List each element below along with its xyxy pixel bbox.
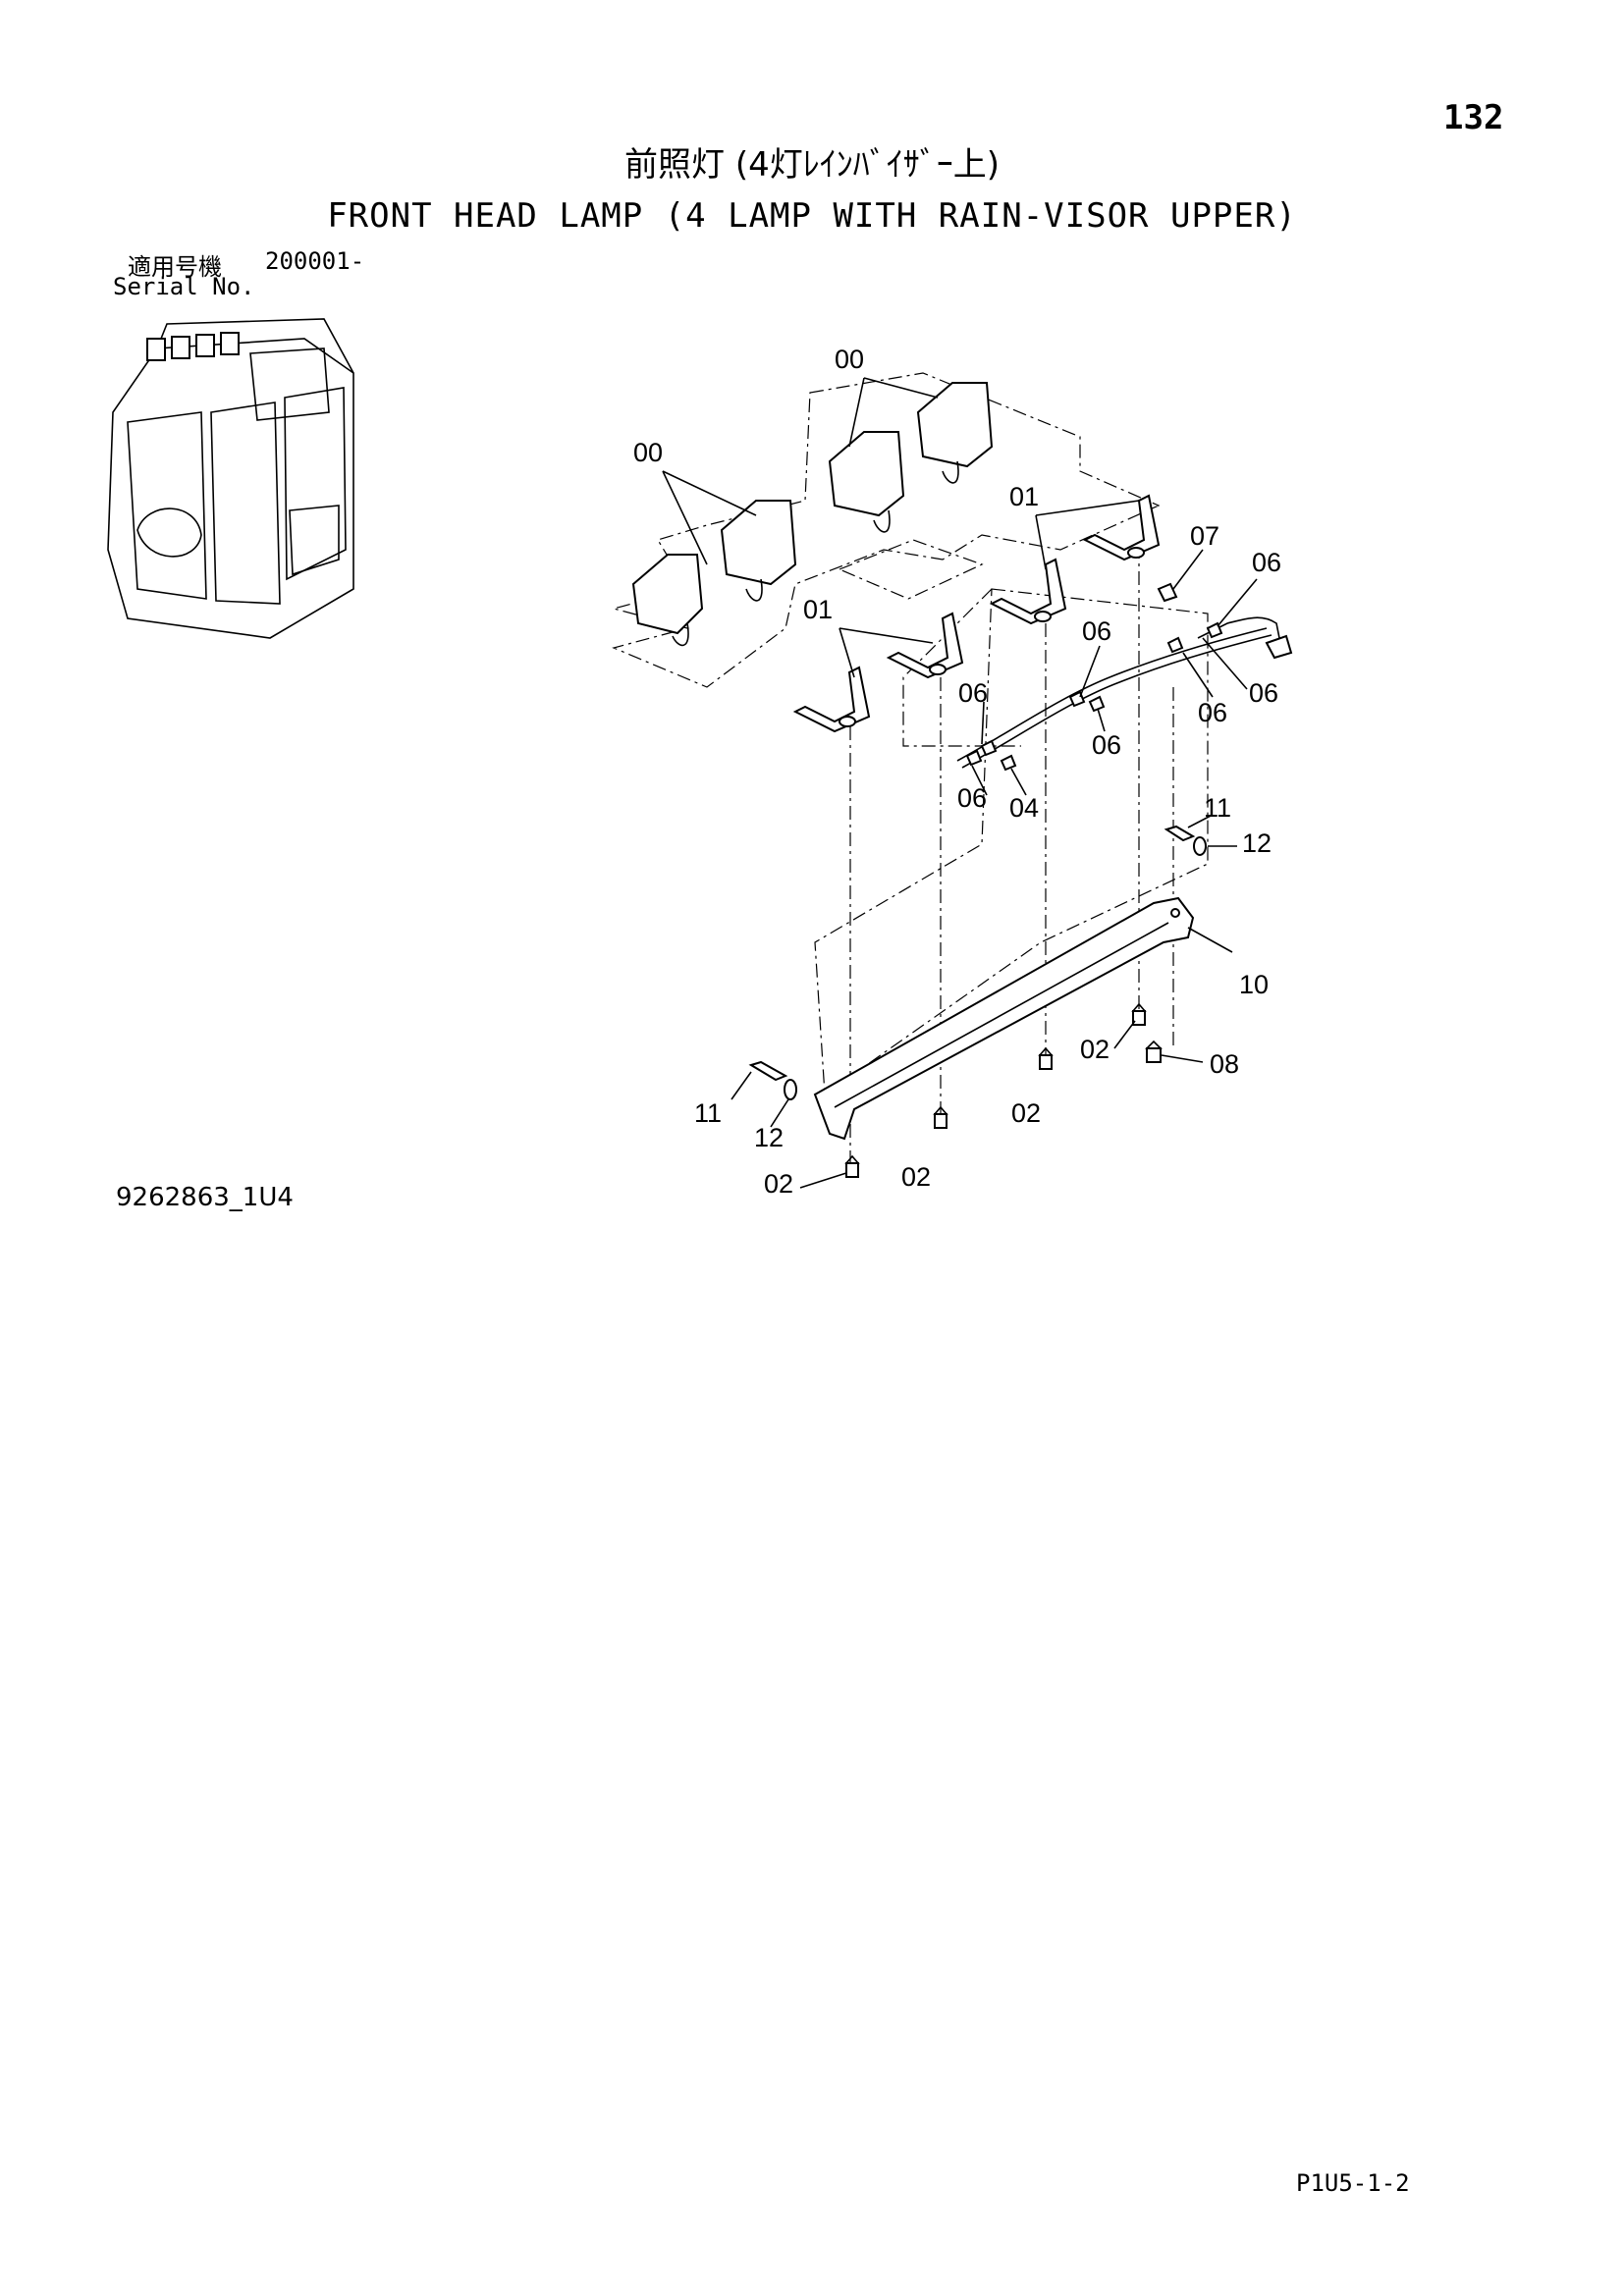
bolt <box>844 1154 860 1178</box>
callout-00: 00 <box>633 438 663 467</box>
callout-12: 12 <box>754 1123 784 1152</box>
lamp-bracket <box>886 612 964 679</box>
head-lamp <box>916 382 994 484</box>
callout-01: 01 <box>1009 482 1039 511</box>
callout-12: 12 <box>1242 828 1272 858</box>
callout-02: 02 <box>1011 1098 1041 1128</box>
callout-02: 02 <box>1080 1035 1110 1064</box>
bolt <box>933 1105 948 1129</box>
callout-06: 06 <box>1252 548 1281 577</box>
callout-06: 06 <box>958 678 988 708</box>
cab-thumbnail <box>107 318 354 639</box>
head-lamp <box>828 431 905 533</box>
lamp-stay <box>813 896 1195 1141</box>
callout-01: 01 <box>803 595 833 624</box>
callout-11: 11 <box>694 1098 722 1128</box>
footer-code: P1U5-1-2 <box>1296 2169 1410 2197</box>
callout-04: 04 <box>1009 793 1039 823</box>
head-lamp <box>631 554 704 647</box>
serial-label-english: Serial No. <box>113 273 255 300</box>
callout-06: 06 <box>1249 678 1278 708</box>
bolt <box>1145 1040 1163 1063</box>
callout-06: 06 <box>1092 730 1121 760</box>
callout-06: 06 <box>957 783 987 813</box>
title-english: FRONT HEAD LAMP (4 LAMP WITH RAIN-VISOR … <box>327 196 1297 236</box>
callout-02: 02 <box>764 1169 793 1199</box>
callout-06: 06 <box>1198 698 1227 727</box>
leader-lines <box>662 377 1258 1189</box>
callout-08: 08 <box>1210 1049 1239 1079</box>
callout-07: 07 <box>1190 521 1219 551</box>
head-lamp <box>720 500 797 602</box>
callout-06: 06 <box>1082 616 1111 646</box>
lamp-bracket <box>792 666 871 733</box>
callout-00: 00 <box>835 345 864 374</box>
serial-label-japanese: 適用号機 <box>128 253 222 281</box>
screw-and-washer <box>1164 825 1207 856</box>
serial-value: 200001- <box>265 247 365 275</box>
lamp-bracket <box>989 558 1067 625</box>
drawing-number: 9262863_1U4 <box>116 1183 294 1212</box>
lamp-bracket <box>1082 494 1161 561</box>
screw-and-washer <box>748 1060 797 1100</box>
bolt <box>1131 1002 1147 1026</box>
callout-11: 11 <box>1204 793 1231 823</box>
callout-02: 02 <box>901 1162 931 1192</box>
callout-10: 10 <box>1239 970 1269 999</box>
title-japanese: 前照灯 (4灯ﾚｲﾝﾊﾞｲｻﾞｰ上) <box>624 145 1000 185</box>
bolt <box>1038 1046 1054 1070</box>
page-number: 132 <box>1443 98 1504 137</box>
